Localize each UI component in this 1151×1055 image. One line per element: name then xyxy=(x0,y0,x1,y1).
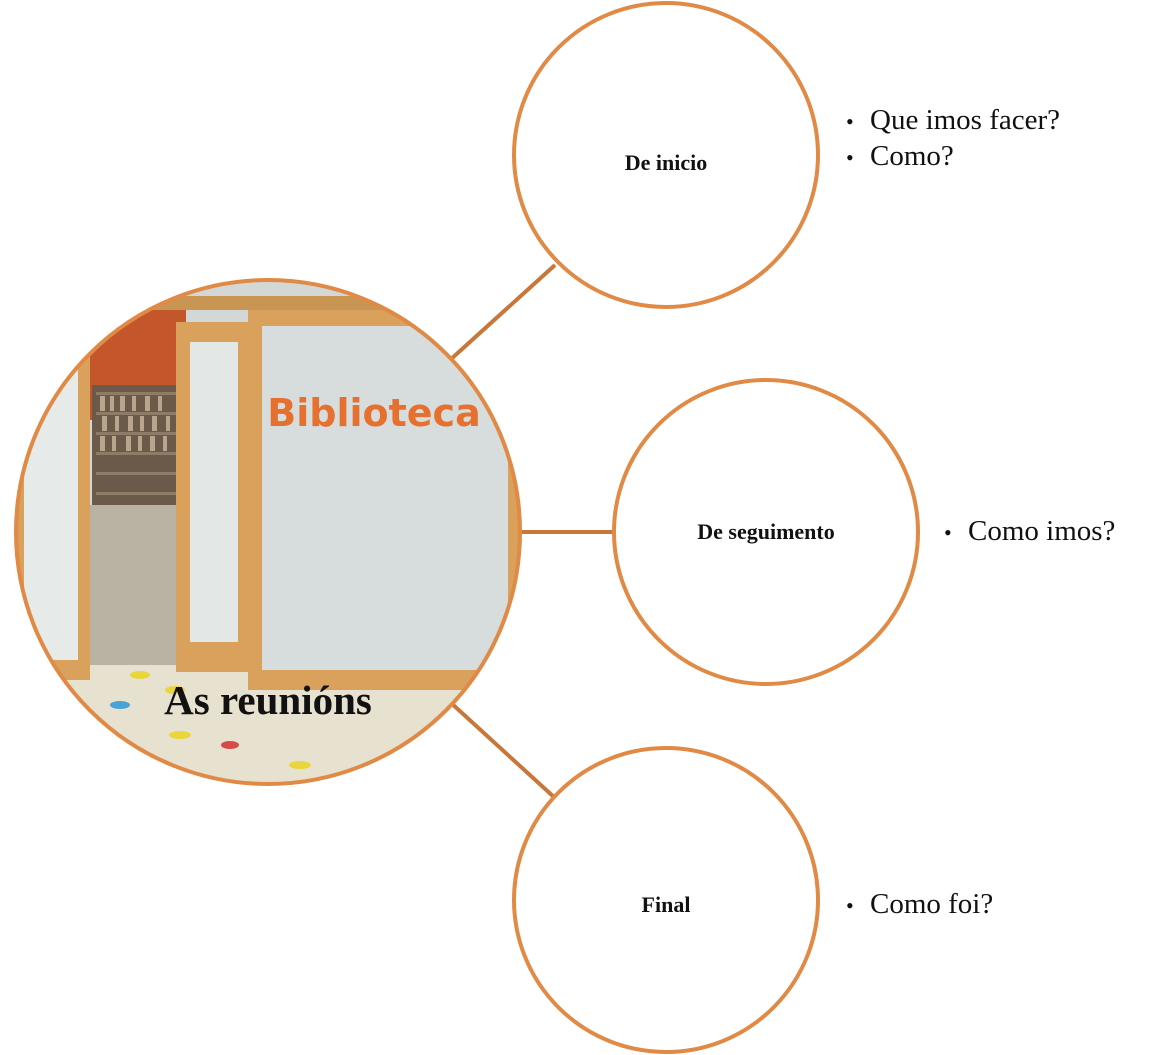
bullet-item: Como? xyxy=(846,139,1060,175)
library-photo: Biblioteca xyxy=(16,280,520,784)
circle-final xyxy=(512,746,820,1054)
connectors xyxy=(448,263,614,800)
bullets-final: Como foi? xyxy=(846,887,993,923)
bookshelf xyxy=(92,385,182,505)
bullets-de-seguimento: Como imos? xyxy=(944,514,1115,550)
circle-de-inicio xyxy=(512,1,820,309)
bullet-item: Como imos? xyxy=(944,514,1115,550)
connector-final xyxy=(448,700,557,800)
bullet-item: Como foi? xyxy=(846,887,993,923)
connector-de-inicio xyxy=(448,263,557,362)
bullets-de-inicio: Que imos facer? Como? xyxy=(846,103,1060,175)
node-label-final: Final xyxy=(641,892,691,917)
main-title: As reunións xyxy=(164,677,372,723)
biblioteca-sign: Biblioteca xyxy=(267,391,480,435)
node-label-de-seguimento: De seguimento xyxy=(697,519,835,544)
floor-footprints xyxy=(110,671,311,769)
circle-de-seguimento xyxy=(612,378,920,686)
node-label-de-inicio: De inicio xyxy=(624,150,708,175)
bullet-item: Que imos facer? xyxy=(846,103,1060,139)
photo-circle-border xyxy=(14,278,522,786)
